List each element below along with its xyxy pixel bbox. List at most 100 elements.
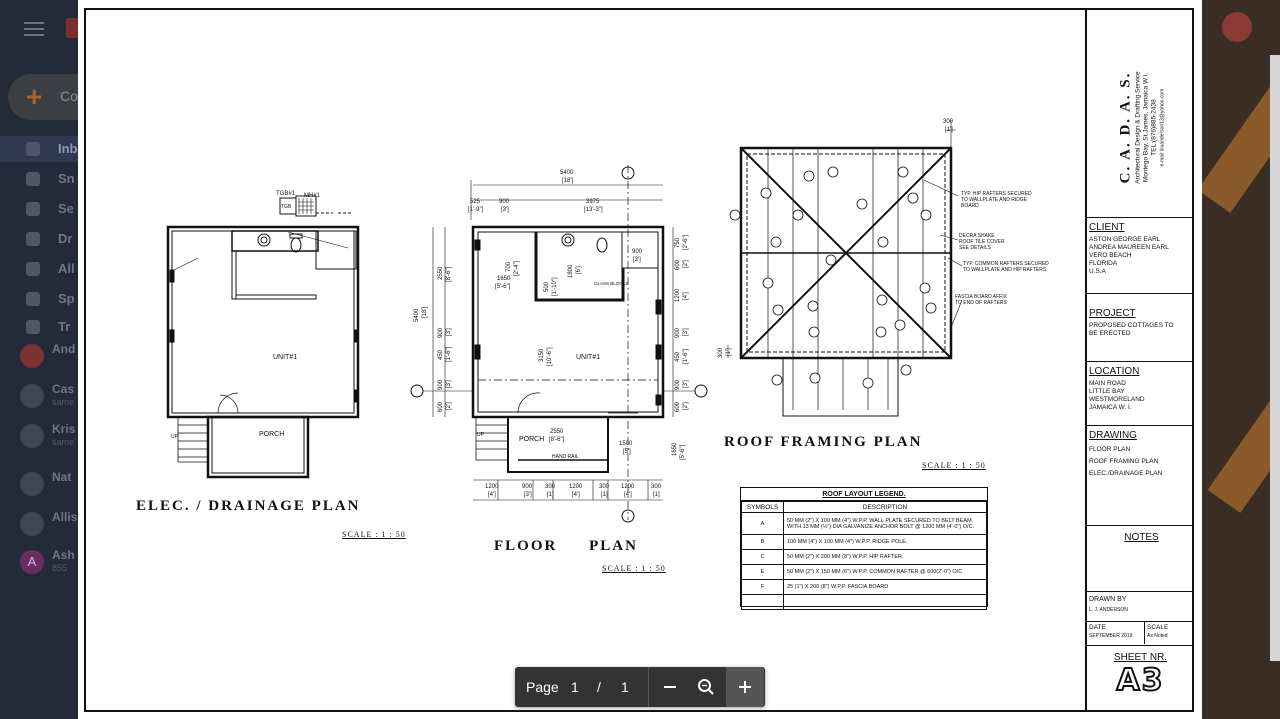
floor-dim-inner-0: 1650 [497,276,511,282]
roof-note-line: TYP. HIP RAFTERS SECURED [961,191,1032,197]
location-line: LITTLE BAY [1089,388,1125,395]
contact-name: Allis [52,510,78,524]
nav-item: Dr [0,226,78,252]
magnifier-icon [698,679,714,695]
legend-symbol: B [741,534,784,550]
firm-line: Montego Bay, St.James, Jamaica W.I. [1142,72,1150,183]
sheet-number: A3 [1115,662,1165,699]
roof-framing-plan [727,120,956,417]
roof-note-line: FASCIA BOARD AFFIX [955,294,1008,300]
floor-dim-left-1: 900 [438,327,444,338]
drawing-section: DRAWING FLOOR PLAN ROOF FRAMING PLAN ELE… [1087,426,1194,526]
send-icon [26,202,40,216]
floor-dim-inner-4: 900 [632,249,643,255]
side-panel-edge [1270,55,1280,661]
floor-dim-right-4: 450 [675,351,681,362]
current-page-input[interactable]: 1 [571,679,579,695]
floor-dim-inner-7: [2'-4"] [514,260,520,276]
roof-notes: TYP. HIP RAFTERS SECURED TO WALLPLATE AN… [955,191,1049,306]
floor-dim-right-3: 900 [675,327,681,338]
elec-plan-scale: SCALE : 1 : 50 [342,530,406,539]
floor-dim-inner-6: 700 [506,261,512,272]
floor-dim-right-0: 750 [675,237,681,248]
roof-plan-scale: SCALE : 1 : 50 [922,461,986,470]
compose-label: Co [60,88,78,104]
nav-item: Sn [0,166,78,192]
sheet-nr-section: SHEET NR. A3 [1087,646,1194,710]
pdf-page: TGB#1 MH#1 TGB UNIT#1 PORCH UP UNIT#1 PO… [78,0,1202,719]
legend-symbol: E [741,564,784,580]
floor-up-label: UP [477,432,485,438]
roof-note-line: SEE DETAILS [959,245,992,251]
project-line: BE ERECTED [1089,330,1131,337]
nav-item-label: Sp [58,291,75,306]
avatar [20,344,44,368]
floor-dim-top-1: 900 [499,199,510,205]
floor-dim-right-6: 600 [675,401,681,412]
legend-symbol: F [741,579,784,595]
floor-dim-bottom-ft-3: [4'] [572,492,580,498]
elec-plan-title: ELEC. / DRAINAGE PLAN [136,498,361,514]
nav-item-label: Dr [58,231,73,246]
floor-dim-bottom-0: 1200 [485,484,499,490]
floor-dim-bottom-2: 300 [545,484,556,490]
menu-icon [24,22,44,36]
background-right-edge [1202,0,1280,719]
avatar [20,384,44,408]
avatar [20,472,44,496]
floor-dim-inner-11: [10'-6"] [547,347,553,366]
floor-dim-right-ft-4: [1'-6"] [683,348,689,364]
date-value: SEPTEMBER 2019 [1089,633,1133,639]
client-line: ASTON GEORGE EARL [1089,236,1161,243]
nav-item-label: Sn [58,171,75,186]
floor-dim-inner-3: [6'] [576,266,582,274]
floor-dim-bottom-3: 1200 [569,484,583,490]
client-line: VERO BEACH [1089,252,1132,259]
zoom-reset-button[interactable] [687,667,725,707]
contact-name: And [52,342,76,356]
floor-dim-left-4: 600 [438,401,444,412]
legend-description: 100 MM (4") X 100 MM (4") W.P.P. RIDGE P… [783,534,987,550]
sheet-nr-heading: SHEET NR. [1113,652,1168,663]
floor-dim-top-ft-0: [1'-9"] [468,207,484,213]
minus-icon [664,686,676,688]
legend-header-row: SYMBOLS DESCRIPTION [741,501,987,513]
floor-dim-right-ft-1: [2'] [683,260,689,268]
client-heading: CLIENT [1089,222,1125,233]
contact-status: same [52,397,75,407]
floor-dim-inner-13: [8'-6"] [549,437,565,443]
drawing-line: FLOOR PLAN [1089,446,1131,453]
mail-icon [26,262,40,276]
zoom-in-button[interactable] [726,667,764,707]
floor-dim-right-ft-6: [2'] [683,402,689,410]
location-heading: LOCATION [1089,366,1140,377]
contact-name: Kris [52,422,76,436]
legend-symbol: A [741,512,784,535]
floor-plan-scale: SCALE : 1 : 50 [602,564,666,573]
contact-status: same [52,437,75,447]
client-line: ANDREA MAUREEN EARL [1089,244,1169,251]
draft-icon [26,232,40,246]
contact-item: And [0,338,78,374]
clock-icon [26,172,40,186]
floor-dim-left-ft-1: [3'] [446,328,452,336]
zoom-out-button[interactable] [651,667,689,707]
client-section: CLIENT ASTON GEORGE EARL ANDREA MAUREEN … [1087,218,1194,294]
floor-dim-right-ft-2: [4'] [683,292,689,300]
floor-dim-bottom-ft-1: [3'] [524,492,532,498]
avatar [20,512,44,536]
firm-line: e-mail:louanderson13@yahoo.com [1159,88,1166,167]
elec-tgb-label-a: TGB#1 [276,191,296,197]
client-line: U.S.A [1089,268,1106,275]
legend-col-description: DESCRIPTION [783,501,987,513]
nav-item-label: Tr [58,319,71,334]
floor-dim-bottom-4: 300 [599,484,610,490]
floor-dim-left-3: 900 [438,379,444,390]
floor-dim-right-ft-0: [2'-6"] [683,234,689,250]
project-section: PROJECT PROPOSED COTTAGES TO BE ERECTED [1087,294,1194,362]
client-line: FLORIDA [1089,260,1118,267]
